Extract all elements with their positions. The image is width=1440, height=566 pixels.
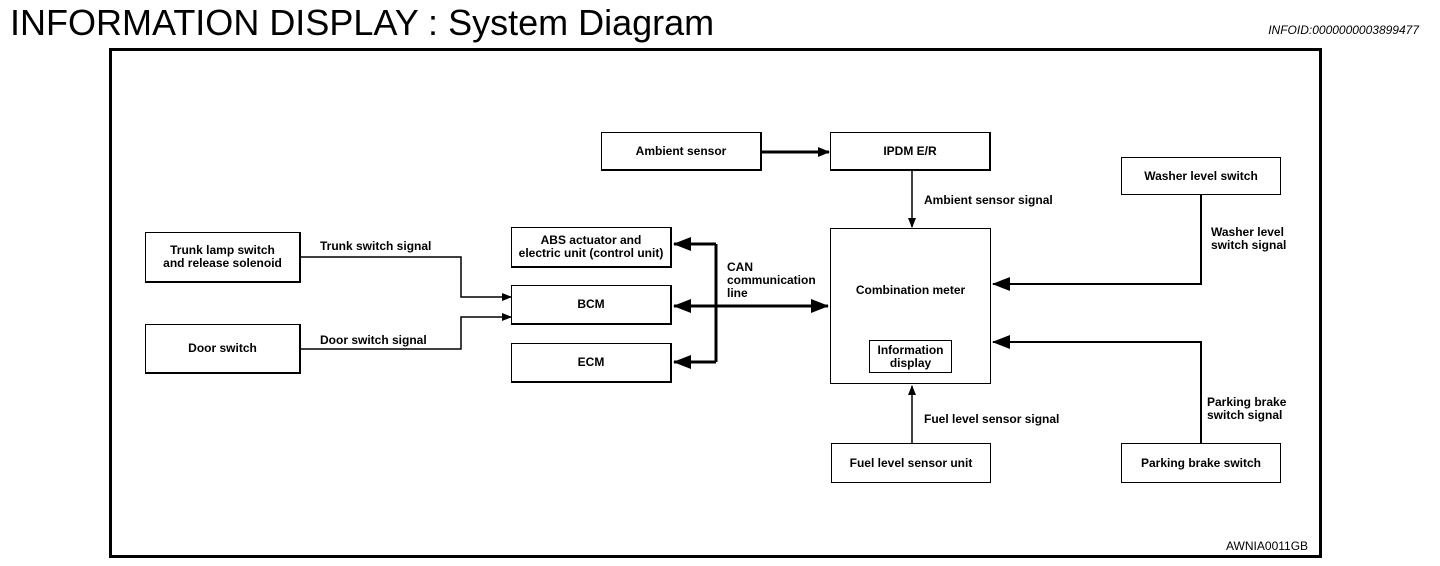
trunk-to-bcm-line	[300, 256, 512, 301]
door-to-bcm-line	[300, 313, 512, 350]
ecm-block: ECM	[511, 343, 672, 383]
can-communication-line-label: CAN communication line	[727, 260, 816, 300]
parking-brake-switch-signal-label: Parking brake switch signal	[1207, 395, 1287, 422]
washer-level-switch-signal-label: Washer level switch signal	[1211, 225, 1287, 252]
combination-meter-block: Combination meter Information display	[830, 228, 991, 384]
fuel-level-sensor-signal-label: Fuel level sensor signal	[924, 412, 1060, 426]
combination-meter-label: Combination meter	[855, 283, 966, 297]
parking-brake-switch-block: Parking brake switch	[1121, 443, 1281, 483]
door-switch-block: Door switch	[145, 324, 301, 374]
trunk-switch-signal-label: Trunk switch signal	[320, 239, 432, 253]
diagram-frame	[109, 48, 1322, 558]
figure-id: AWNIA0011GB	[1226, 539, 1309, 553]
abs-block: ABS actuator and electric unit (control …	[511, 227, 672, 268]
ambient-sensor-block: Ambient sensor	[601, 132, 762, 171]
ambient-sensor-signal-label: Ambient sensor signal	[924, 193, 1053, 207]
information-display-block: Information display	[869, 340, 952, 373]
fuel-level-sensor-unit-block: Fuel level sensor unit	[831, 443, 991, 483]
washer-to-meter-line	[992, 195, 1202, 291]
washer-level-switch-block: Washer level switch	[1121, 157, 1281, 195]
door-switch-signal-label: Door switch signal	[320, 333, 427, 347]
trunk-lamp-switch-block: Trunk lamp switch and release solenoid	[145, 232, 301, 283]
bcm-block: BCM	[511, 285, 672, 325]
parking-brake-to-meter-line	[992, 335, 1202, 445]
page-title: INFORMATION DISPLAY : System Diagram	[10, 2, 715, 43]
info-id: INFOID:0000000003899477	[1268, 23, 1419, 37]
ipdm-block: IPDM E/R	[830, 132, 991, 171]
